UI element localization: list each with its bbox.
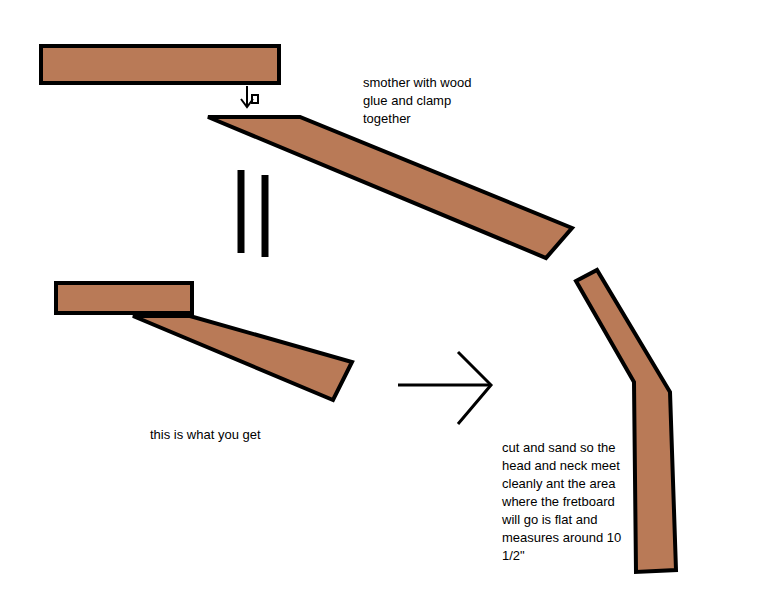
glued-head xyxy=(56,283,192,313)
equals-bars xyxy=(241,170,265,257)
instruction-note: cut and sand so the head and neck meet c… xyxy=(502,439,630,565)
neck-blank xyxy=(208,117,572,258)
result-arrow xyxy=(398,352,491,424)
head-blank xyxy=(41,46,279,83)
instruction-note: smother with wood glue and clamp togethe… xyxy=(363,74,495,128)
clamp-icon xyxy=(241,86,258,107)
glued-neck xyxy=(133,316,352,400)
instruction-note: this is what you get xyxy=(150,426,350,444)
